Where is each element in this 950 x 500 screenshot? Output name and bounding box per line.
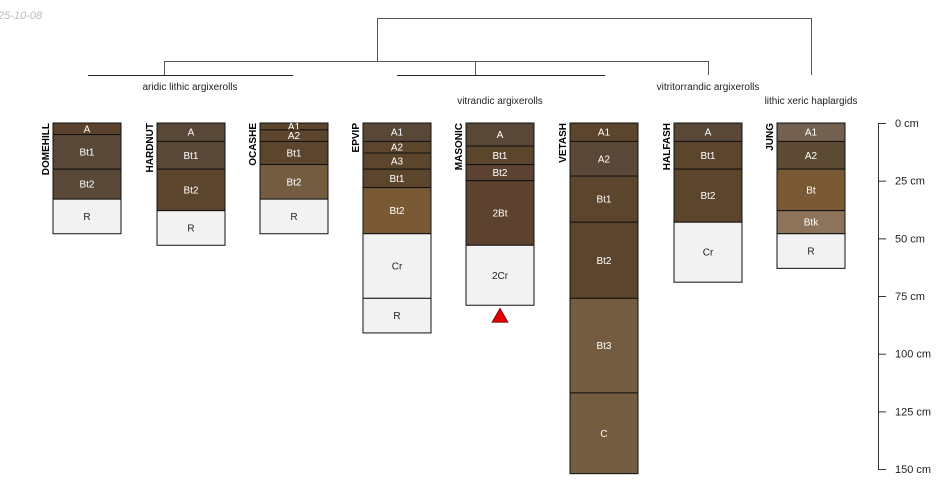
horizon-label: Bt3	[596, 341, 611, 352]
axis-tick-label: 50 cm	[895, 233, 925, 245]
horizon-label: A2	[391, 143, 404, 154]
horizon-label: R	[290, 212, 297, 223]
horizon-label: Bt1	[389, 174, 404, 185]
horizon-label: Bt1	[183, 151, 198, 162]
horizon-label: A	[705, 128, 712, 139]
horizon-bt2	[362, 187, 432, 235]
horizon-label: Bt1	[596, 195, 611, 206]
horizon-r	[259, 198, 329, 235]
taxon-label-lithic-xeric: lithic xeric haplargids	[765, 96, 858, 107]
axis-tick-label: 0 cm	[895, 118, 919, 130]
dendrogram-branch	[164, 61, 709, 75]
horizon-label: C	[600, 429, 607, 440]
profile-name: HALFASH	[662, 123, 673, 170]
horizon-2cr	[465, 244, 535, 306]
horizon-label: 2Bt	[492, 208, 507, 219]
horizon-label: Bt1	[79, 147, 94, 158]
horizon-bt2	[673, 168, 743, 223]
profile-name: VETASH	[558, 123, 569, 163]
horizon-label: R	[393, 311, 400, 322]
horizon-label: Bt2	[596, 256, 611, 267]
axis-tick-label: 100 cm	[895, 349, 931, 361]
horizon-label: A1	[805, 128, 818, 139]
horizon-label: A	[497, 130, 504, 141]
axis-tick-label: 125 cm	[895, 406, 931, 418]
horizon-label: Bt1	[286, 148, 301, 159]
horizon-bt2	[156, 168, 226, 212]
horizon-bt1	[673, 140, 743, 170]
horizon-r	[362, 297, 432, 334]
axis-tick-label: 150 cm	[895, 464, 931, 476]
horizon-label: Bt2	[492, 168, 507, 179]
horizon-label: Bt	[806, 185, 816, 196]
taxon-label-vitrandic: vitrandic argixerolls	[457, 96, 543, 107]
profile-name: HARDNUT	[145, 123, 156, 172]
horizon-label: Bt2	[183, 185, 198, 196]
horizon-c	[569, 392, 639, 475]
date-stamp: 25-10-08	[0, 10, 43, 22]
horizon-bt1	[156, 140, 226, 170]
taxon-label-aridic: aridic lithic argixerolls	[142, 82, 237, 93]
horizon-a2	[569, 140, 639, 177]
horizon-label: R	[187, 223, 194, 234]
dendrogram-root	[377, 18, 812, 75]
horizon-label: Bt2	[389, 206, 404, 217]
horizon-label: Bt2	[700, 191, 715, 202]
horizon-bt	[776, 168, 846, 212]
profile-name: JUNG	[765, 123, 776, 151]
horizon-r	[52, 198, 122, 235]
horizon-bt2	[52, 168, 122, 200]
horizon-label: Btk	[804, 218, 819, 229]
horizon-label: A1	[598, 128, 611, 139]
horizon-bt2	[569, 221, 639, 299]
horizon-label: A2	[598, 154, 611, 165]
horizon-cr	[362, 233, 432, 299]
depth-axis: 0 cm 25 cm 50 cm 75 cm 100 cm 125 cm 150 cm	[878, 118, 931, 476]
horizon-a2	[776, 140, 846, 170]
axis-tick-label: 25 cm	[895, 176, 925, 188]
horizon-label: A2	[288, 131, 301, 142]
horizon-label: A1	[288, 122, 301, 133]
horizon-bt1	[52, 134, 122, 170]
horizon-bt2	[259, 164, 329, 200]
horizon-label: Bt2	[286, 177, 301, 188]
axis-tick-label: 75 cm	[895, 291, 925, 303]
horizon-label: R	[83, 212, 90, 223]
horizon-label: Cr	[703, 248, 714, 259]
truncation-marker-icon	[491, 307, 509, 323]
profile-name: DOMEHILL	[41, 123, 52, 175]
horizon-label: Bt2	[79, 180, 94, 191]
horizon-label: 2Cr	[492, 271, 509, 282]
dendrogram	[88, 18, 812, 76]
horizon-label: Bt1	[700, 151, 715, 162]
taxon-label-vitritorrandic: vitritorrandic argixerolls	[657, 82, 760, 93]
horizon-label: Cr	[392, 262, 403, 273]
horizon-label: R	[807, 247, 814, 258]
horizon-label: Bt1	[492, 151, 507, 162]
horizon-label: A	[188, 128, 195, 139]
horizon-label: A2	[805, 151, 818, 162]
horizon-bt1	[569, 175, 639, 223]
horizon-2bt	[465, 180, 535, 246]
profile-name: OCASHE	[248, 123, 259, 166]
horizon-label: A1	[391, 128, 404, 139]
horizon-label: A	[84, 124, 91, 135]
horizon-r	[156, 210, 226, 246]
profile-name: EPVIP	[351, 123, 362, 153]
horizon-r	[776, 233, 846, 269]
profile-name: MASONIC	[454, 123, 465, 170]
horizon-label: A3	[391, 157, 404, 168]
horizon-cr	[673, 221, 743, 283]
